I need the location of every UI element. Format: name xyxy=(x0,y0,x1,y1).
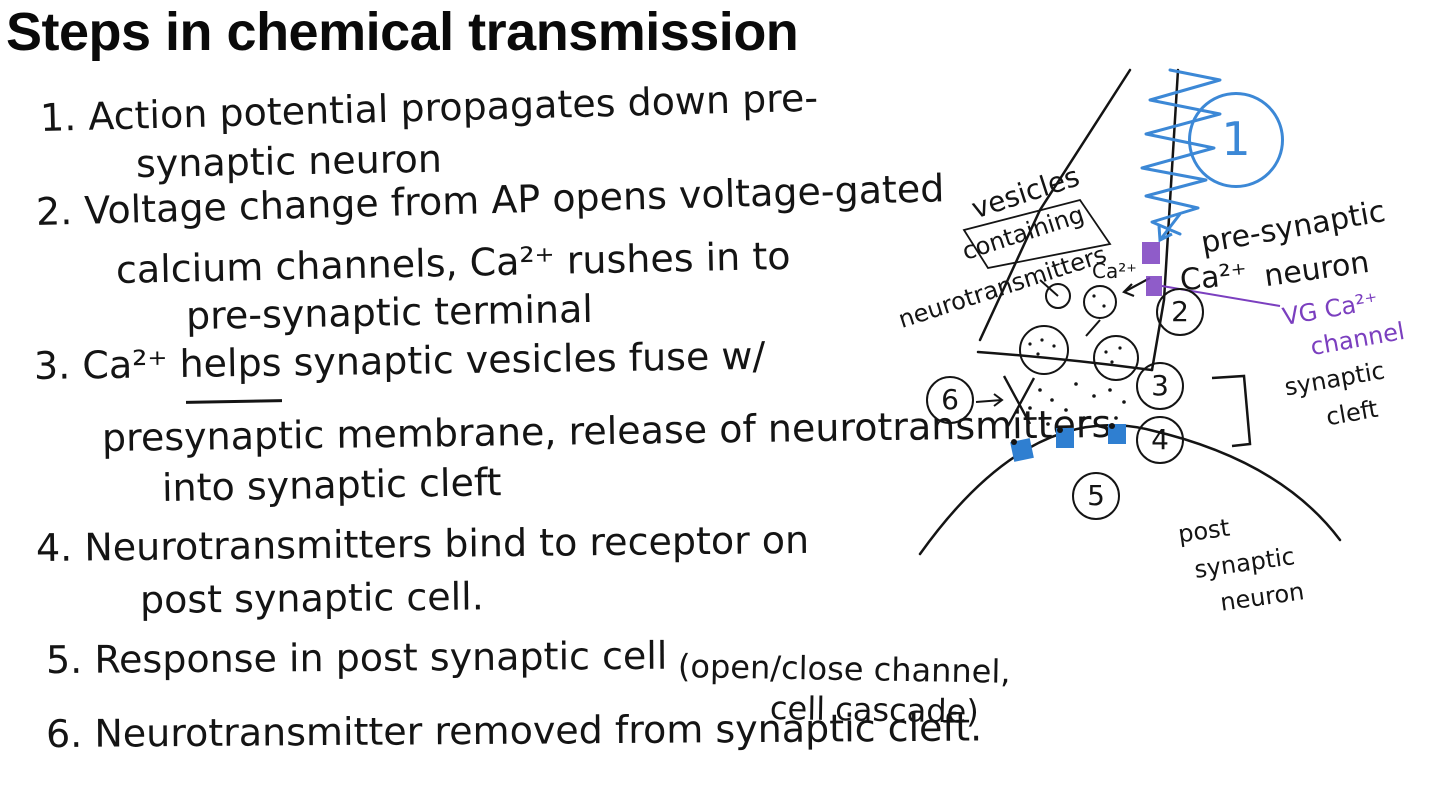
page-title: Steps in chemical transmission xyxy=(6,2,799,62)
step-1-line-1: 1. Action potential propagates down pre- xyxy=(39,76,818,140)
step-3-text-1: Ca²⁺ helps synaptic vesicles fuse w/ xyxy=(82,333,766,388)
marker-6: 6 xyxy=(926,376,974,424)
step-3-line-1: 3. Ca²⁺ helps synaptic vesicles fuse w/ xyxy=(34,334,766,388)
action-potential-squiggle xyxy=(1140,68,1222,236)
vg-calcium-channel xyxy=(1142,242,1160,264)
bound-neurotransmitter xyxy=(1011,439,1017,445)
vg-calcium-channel xyxy=(1146,276,1162,296)
marker-1: 1 xyxy=(1188,92,1284,188)
marker-2: 2 xyxy=(1156,288,1204,336)
neurotransmitter-dots xyxy=(1028,382,1126,426)
step-3-line-3: into synaptic cleft xyxy=(161,460,502,510)
synaptic-cleft-bracket xyxy=(1211,374,1252,448)
action-potential-arrow xyxy=(1158,213,1182,241)
calcium-arrow-head xyxy=(1122,283,1135,298)
step-4-number: 4. xyxy=(35,525,73,570)
vesicle xyxy=(1019,325,1069,375)
step-2-line-3: pre-synaptic terminal xyxy=(185,286,594,338)
step-4-line-2: post synaptic cell. xyxy=(139,574,485,622)
calcium-entry-arrow xyxy=(1123,277,1151,293)
removal-arrow xyxy=(975,399,1003,403)
step-4-text-1: Neurotransmitters bind to receptor on xyxy=(84,517,810,570)
bound-neurotransmitter xyxy=(1057,427,1063,433)
bound-neurotransmitter xyxy=(1109,423,1115,429)
vesicle-arrow xyxy=(1085,319,1101,337)
receptor xyxy=(1108,424,1126,444)
step-3-number: 3. xyxy=(33,343,71,388)
presynaptic-membrane xyxy=(976,350,1154,372)
marker-5: 5 xyxy=(1072,472,1120,520)
step-1-text-1: Action potential propagates down pre- xyxy=(87,75,819,139)
step-4-line-1: 4. Neurotransmitters bind to receptor on xyxy=(36,518,810,570)
step-6-number: 6. xyxy=(45,711,83,756)
step-5-text-1: Response in post synaptic cell xyxy=(94,633,668,682)
ca-big-label: Ca²⁺ xyxy=(1178,256,1249,299)
removal-x xyxy=(1002,375,1036,427)
vesicle-dots xyxy=(1028,294,1122,364)
steps-list: 1. Action potential propagates down pre-… xyxy=(34,76,1112,756)
synapse-diagram: 1 2 3 4 5 6 vesicles containing neurotra… xyxy=(880,40,1440,680)
step-6-line-1: 6. Neurotransmitter removed from synapti… xyxy=(46,705,982,756)
marker-3: 3 xyxy=(1136,362,1184,410)
postsynaptic-membrane xyxy=(918,423,1342,556)
receptor xyxy=(1056,428,1074,448)
action-potential-arrow-head xyxy=(1157,225,1173,243)
vesicle xyxy=(1093,335,1139,381)
removal-arrow-head xyxy=(993,393,1004,407)
vesicle xyxy=(1083,285,1117,319)
step-6-text-1: Neurotransmitter removed from synaptic c… xyxy=(94,705,983,756)
step-1-number: 1. xyxy=(39,95,77,140)
vesicle xyxy=(1045,283,1071,309)
marker-4: 4 xyxy=(1136,416,1184,464)
step-2-line-2: calcium channels, Ca²⁺ rushes in to xyxy=(115,233,791,292)
step-5-line-1: 5. Response in post synaptic cell xyxy=(46,634,668,682)
ca-small-label: Ca²⁺ xyxy=(1092,259,1137,283)
step-5-number: 5. xyxy=(45,637,83,682)
step-2-number: 2. xyxy=(35,189,73,234)
step-1-line-2: synaptic neuron xyxy=(135,136,443,186)
helps-underline xyxy=(185,399,283,404)
vesicles-callout-box xyxy=(962,198,1112,270)
